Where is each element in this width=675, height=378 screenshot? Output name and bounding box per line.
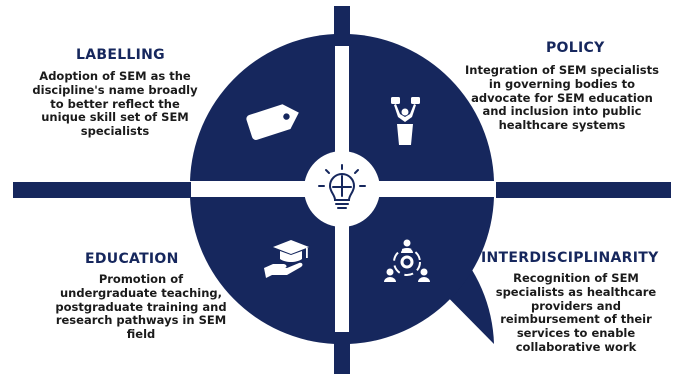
puzzle-lightbulb-icon	[318, 164, 366, 209]
education-title: EDUCATION	[85, 251, 179, 267]
vertical-bar-top	[334, 6, 350, 46]
quadrant-policy	[349, 34, 494, 181]
horizontal-bar-right	[496, 182, 671, 198]
policy-title: POLICY	[546, 40, 605, 56]
quadrant-labelling	[190, 34, 335, 181]
team-gear-icon	[384, 239, 430, 282]
labelling-description: Adoption of SEM as the discipline's name…	[32, 69, 198, 139]
speaker-podium-icon	[391, 97, 420, 145]
vertical-bar-bottom	[334, 332, 350, 374]
labelling-title: LABELLING	[76, 47, 165, 63]
quadrant-education	[190, 197, 335, 344]
graduation-cap-hand-icon	[264, 240, 309, 278]
horizontal-bar-left	[13, 182, 191, 198]
interdisciplinarity-title: INTERDISCIPLINARITY	[481, 250, 659, 266]
education-description: Promotion of undergraduate teaching, pos…	[55, 272, 227, 342]
interdisciplinarity-description: Recognition of SEM specialists as health…	[495, 271, 657, 354]
tag-icon	[246, 104, 299, 140]
policy-description: Integration of SEM specialists in govern…	[465, 63, 659, 133]
